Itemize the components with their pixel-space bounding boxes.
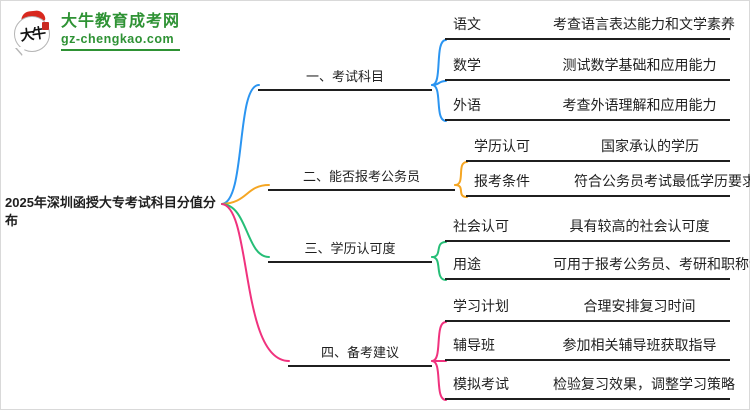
connector-branch3-child2	[431, 256, 447, 281]
logo-bull-icon: 大牛	[12, 9, 54, 55]
sub-topic-keyword: 报考条件	[474, 173, 530, 189]
logo-underline	[61, 49, 181, 51]
sub-topic-keyword: 用途	[453, 256, 481, 272]
sub-topic-desc: 考查外语理解和应用能力	[562, 97, 717, 113]
site-logo: 大牛 大牛教育成考网 gz-chengkao.com	[12, 9, 181, 55]
connector-root-exam-subjects	[221, 84, 260, 205]
sub-topic-row-tutoring-class: 辅导班 参加相关辅导班获取指导	[445, 335, 730, 361]
root-topic-title: 2025年深圳函授大专考试科目分值分布	[5, 195, 216, 228]
sub-topic-row-usage: 用途 可用于报考公务员、考研和职称评定	[445, 254, 750, 280]
connector-root-recognition	[221, 203, 270, 258]
branch-label: 三、学历认可度	[304, 241, 396, 256]
branch-node-prep-advice: 四、备考建议	[288, 335, 432, 367]
sub-topic-row-degree-recognized: 学历认可 国家承认的学历	[466, 136, 730, 162]
sub-topic-row-foreign-language: 外语 考查外语理解和应用能力	[445, 95, 730, 121]
sub-topic-keyword: 数学	[453, 57, 481, 73]
connector-branch1-child3	[431, 84, 447, 122]
sub-topic-desc: 考查语言表达能力和文学素养	[553, 16, 735, 32]
sub-topic-keyword: 外语	[453, 97, 481, 113]
sub-topic-row-apply-conditions: 报考条件 符合公务员考试最低学历要求	[466, 171, 750, 197]
logo-bubble-tail	[16, 47, 25, 55]
branch-node-recognition: 三、学历认可度	[268, 231, 432, 263]
connector-branch4-child3	[431, 360, 447, 401]
sub-topic-keyword: 学历认可	[474, 138, 530, 154]
sub-topic-desc: 具有较高的社会认可度	[569, 218, 710, 234]
sub-topic-row-study-plan: 学习计划 合理安排复习时间	[445, 296, 730, 322]
logo-texts: 大牛教育成考网 gz-chengkao.com	[61, 9, 181, 51]
connector-root-civil-service	[221, 184, 270, 205]
sub-topic-row-math: 数学 测试数学基础和应用能力	[445, 55, 730, 81]
connector-branch1-child1	[431, 39, 447, 86]
branch-node-civil-service: 二、能否报考公务员	[268, 159, 455, 191]
sub-topic-row-chinese: 语文 考查语言表达能力和文学素养	[445, 14, 735, 40]
sub-topic-desc: 测试数学基础和应用能力	[562, 57, 717, 73]
sub-topic-keyword: 辅导班	[453, 337, 495, 353]
sub-topic-desc: 合理安排复习时间	[583, 298, 696, 314]
sub-topic-desc: 参加相关辅导班获取指导	[562, 337, 717, 353]
branch-label: 四、备考建议	[320, 345, 399, 360]
sub-topic-desc: 符合公务员考试最低学历要求	[574, 173, 750, 189]
branch-node-exam-subjects: 一、考试科目	[258, 59, 432, 91]
logo-red-seal	[42, 22, 49, 30]
sub-topic-row-social-recognition: 社会认可 具有较高的社会认可度	[445, 216, 730, 242]
branch-label: 一、考试科目	[305, 69, 384, 84]
connector-branch3-child1	[431, 241, 447, 258]
connector-branch4-child1	[431, 321, 447, 362]
logo-site-name: 大牛教育成考网	[61, 13, 181, 30]
sub-topic-keyword: 学习计划	[453, 298, 509, 314]
branch-label: 二、能否报考公务员	[302, 169, 420, 184]
sub-topic-desc: 可用于报考公务员、考研和职称评定	[553, 256, 750, 272]
sub-topic-desc: 国家承认的学历	[601, 138, 699, 154]
sub-topic-keyword: 社会认可	[453, 218, 509, 234]
sub-topic-row-mock-exam: 模拟考试 检验复习效果，调整学习策略	[445, 374, 735, 400]
connector-root-prep-advice	[221, 203, 290, 362]
logo-site-domain: gz-chengkao.com	[61, 32, 175, 46]
sub-topic-desc: 检验复习效果，调整学习策略	[553, 376, 735, 392]
connector-branch2-child2	[454, 184, 468, 198]
sub-topic-keyword: 模拟考试	[453, 376, 509, 392]
sub-topic-keyword: 语文	[453, 16, 481, 32]
